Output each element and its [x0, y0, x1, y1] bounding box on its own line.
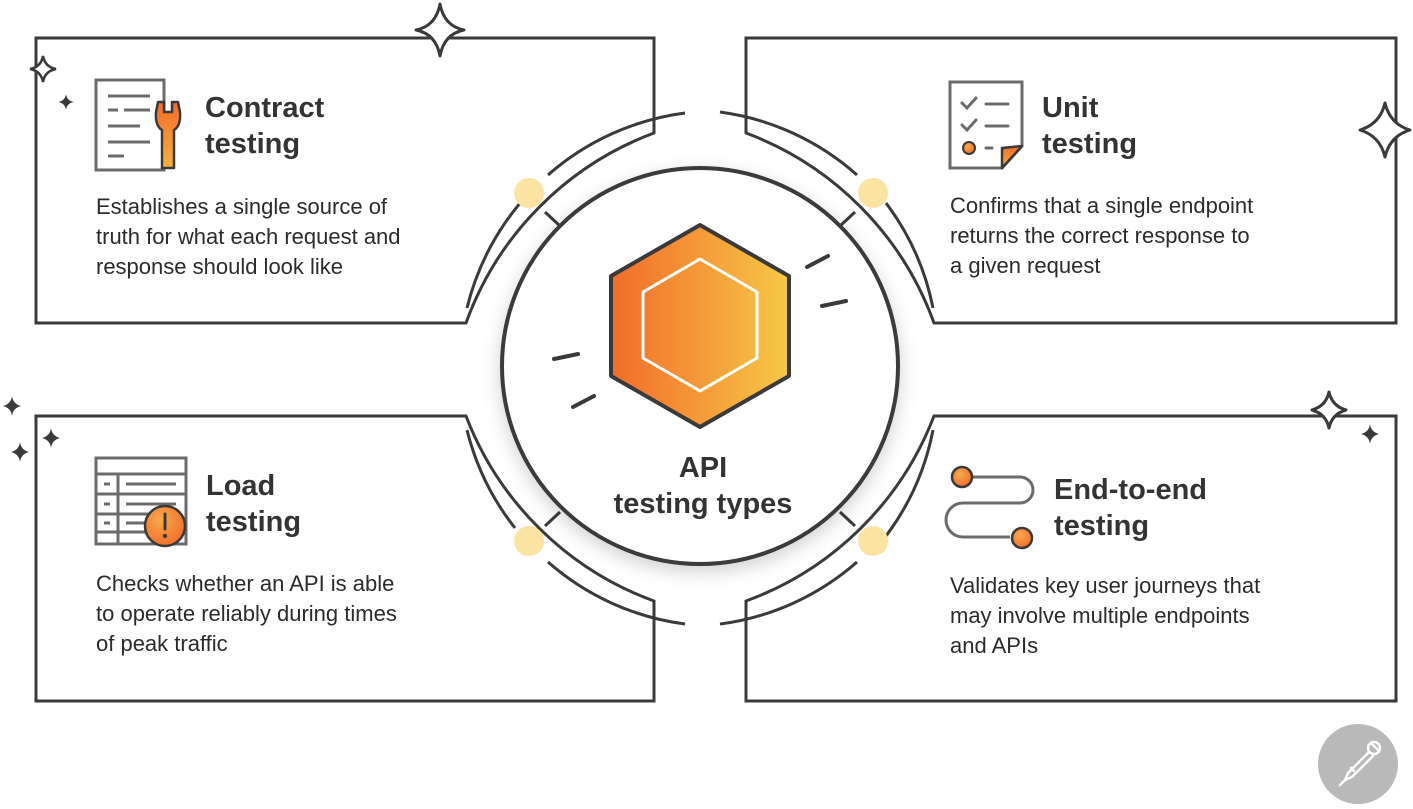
- card-frame-load: [34, 414, 656, 703]
- card-frames: [34, 36, 1398, 703]
- load-card-title: Load testing: [206, 468, 301, 540]
- motion-lines: [552, 254, 848, 409]
- table-warning-icon: [94, 456, 188, 548]
- route-icon: [944, 465, 1035, 550]
- desc-line: returns the correct response to: [950, 223, 1250, 248]
- hexagon-icon: [609, 223, 791, 429]
- ring-dots: [514, 178, 888, 556]
- unit-title-line2: testing: [1042, 128, 1138, 160]
- center-title-line2: testing types: [613, 488, 793, 520]
- sparkle-icon: [1361, 424, 1379, 444]
- contract-title-line2: testing: [205, 128, 301, 160]
- desc-line: truth for what each request and: [96, 224, 401, 249]
- contract-title-line1: Contract: [205, 92, 325, 124]
- sparkle-icon: [42, 428, 60, 448]
- card-frame-unit: [744, 36, 1398, 325]
- sparkle-icon: [29, 55, 57, 83]
- sparkle-icon: [1310, 390, 1348, 430]
- unit-title-line1: Unit: [1042, 92, 1099, 124]
- card-frame-e2e: [744, 414, 1398, 703]
- sparkle-icon: [58, 94, 74, 110]
- sparkle-icons: [414, 2, 1412, 430]
- e2e-title-line1: End-to-end: [1054, 474, 1208, 506]
- center-title-line1: API: [678, 452, 728, 484]
- document-wrench-icon: [94, 78, 182, 172]
- unit-card-description: Confirms that a single endpoint returns …: [950, 191, 1253, 281]
- desc-line: Checks whether an API is able: [96, 571, 395, 596]
- postman-logo-icon: [1318, 724, 1398, 804]
- desc-line: Validates key user journeys that: [950, 573, 1261, 598]
- e2e-title-line2: testing: [1054, 510, 1150, 542]
- desc-line: to operate reliably during times: [96, 601, 397, 626]
- sparkle-icon: [1358, 101, 1412, 159]
- load-card-description: Checks whether an API is able to operate…: [96, 569, 397, 659]
- sparkle-icon: [11, 442, 29, 462]
- contract-card-description: Establishes a single source of truth for…: [96, 192, 401, 282]
- desc-line: response should look like: [96, 254, 344, 279]
- card-frame-contract: [34, 36, 656, 325]
- small-sparkle-icons: [3, 55, 1379, 462]
- checklist-icon: [948, 80, 1024, 170]
- desc-line: Confirms that a single endpoint: [950, 193, 1254, 218]
- unit-card-title: Unit testing: [1042, 90, 1137, 162]
- e2e-card-description: Validates key user journeys that may inv…: [950, 571, 1260, 661]
- sparkle-icon: [414, 2, 466, 58]
- desc-line: of peak traffic: [96, 631, 228, 656]
- e2e-card-title: End-to-end testing: [1054, 472, 1207, 544]
- center-title: API testing types: [560, 450, 846, 522]
- desc-line: may involve multiple endpoints: [950, 603, 1250, 628]
- ring-segments: [465, 110, 935, 626]
- desc-line: a given request: [950, 253, 1101, 278]
- desc-line: and APIs: [950, 633, 1039, 658]
- load-title-line1: Load: [206, 470, 276, 502]
- sparkle-icon: [3, 396, 21, 416]
- desc-line: Establishes a single source of: [96, 194, 388, 219]
- contract-card-title: Contract testing: [205, 90, 324, 162]
- load-title-line2: testing: [206, 506, 302, 538]
